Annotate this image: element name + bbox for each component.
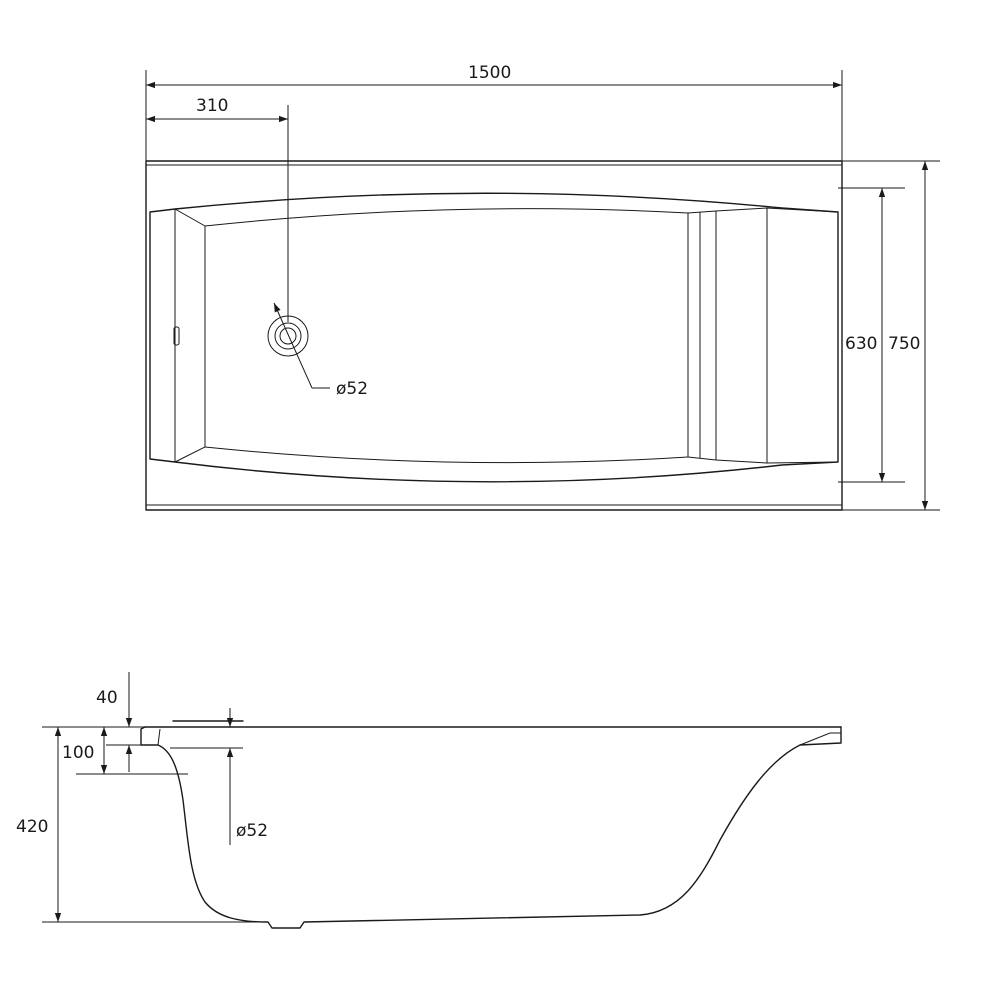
basin-floor-bottom [204, 446, 689, 464]
overflow-height-label: 100 [62, 743, 94, 763]
foot-panel-bottom [687, 456, 839, 464]
tub-outline [145, 160, 843, 511]
foot-panel-top [687, 207, 839, 214]
drain-leader [273, 302, 313, 389]
basin-outline [149, 192, 839, 483]
length-label: 1500 [468, 63, 511, 83]
drain-diameter-label: ø52 [336, 379, 368, 399]
side-view: 40 100 420 ø52 [16, 672, 842, 929]
drain-inner [279, 327, 297, 345]
rim-thickness-label: 40 [96, 688, 118, 708]
total-height-label: 420 [16, 817, 48, 837]
left-inner-lip [157, 728, 161, 746]
overflow-slot [173, 326, 180, 346]
basin-floor-top [204, 208, 689, 227]
drain-middle [274, 322, 302, 350]
top-view: ø52 1500 310 630 750 [145, 63, 940, 511]
overflow-diameter-label: ø52 [236, 821, 268, 841]
backrest-left [174, 208, 206, 463]
outer-width-label: 750 [888, 334, 920, 354]
inner-width-label: 630 [845, 334, 877, 354]
right-rim-lip [799, 732, 841, 746]
drain-offset-label: 310 [196, 96, 228, 116]
